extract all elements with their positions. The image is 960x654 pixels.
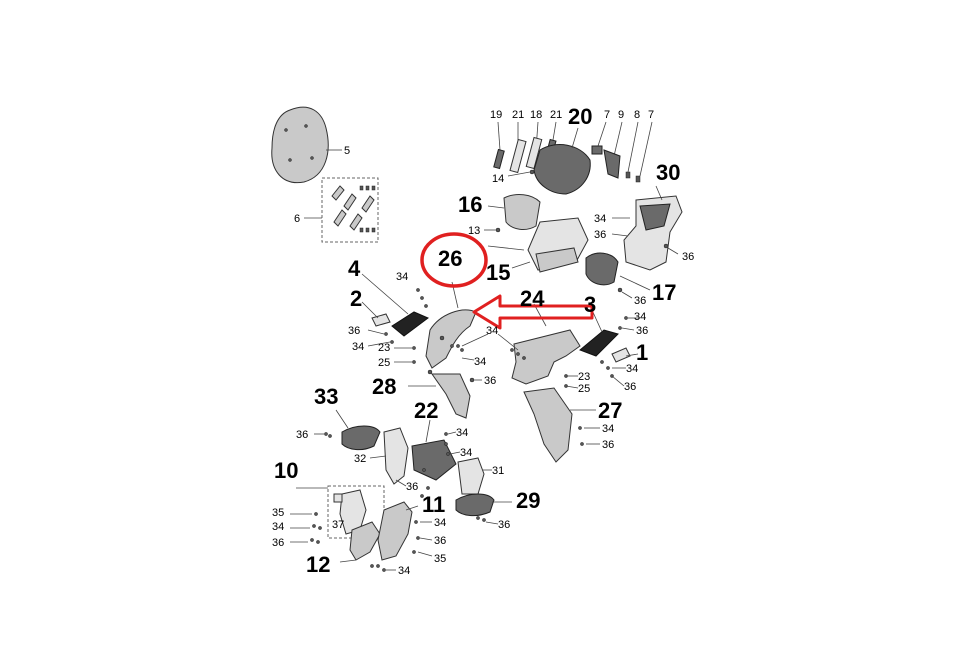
part-floor-panel-22 bbox=[411, 419, 461, 498]
label-1: 1 bbox=[636, 340, 648, 365]
label-32: 32 bbox=[354, 453, 366, 465]
label-23-a: 23 bbox=[378, 342, 390, 354]
label-24: 24 bbox=[520, 286, 545, 311]
part-headlight-inner bbox=[487, 194, 541, 230]
label-15: 15 bbox=[486, 260, 510, 285]
label-29: 29 bbox=[516, 488, 540, 513]
label-36: 36 bbox=[594, 229, 606, 241]
label-11: 11 bbox=[422, 492, 445, 517]
label-16: 16 bbox=[458, 192, 482, 217]
highlight-arrow bbox=[472, 294, 594, 330]
part-number-labels: 26 20 30 16 15 17 4 2 24 3 1 28 33 22 27… bbox=[272, 104, 694, 577]
part-footrest-left bbox=[314, 409, 381, 451]
label-34: 34 bbox=[460, 447, 472, 459]
label-25-b: 25 bbox=[578, 383, 590, 395]
label-36: 36 bbox=[272, 537, 284, 549]
label-34: 34 bbox=[634, 311, 646, 323]
label-19: 19 bbox=[490, 109, 502, 121]
label-27: 27 bbox=[598, 398, 622, 423]
part-windscreen bbox=[271, 106, 342, 184]
label-28: 28 bbox=[372, 374, 396, 399]
part-headlight-housing bbox=[484, 217, 589, 273]
part-lower-right-panel bbox=[523, 387, 600, 463]
label-9: 9 bbox=[618, 109, 624, 121]
label-34: 34 bbox=[486, 325, 498, 337]
label-23-b: 23 bbox=[578, 371, 590, 383]
part-brackets bbox=[591, 121, 653, 183]
part-lower-side-12 bbox=[339, 521, 396, 572]
part-front-frame bbox=[611, 185, 683, 271]
part-grille bbox=[585, 252, 651, 299]
label-22: 22 bbox=[414, 398, 438, 423]
label-25-a: 25 bbox=[378, 357, 390, 369]
label-34: 34 bbox=[396, 271, 408, 283]
label-36: 36 bbox=[348, 325, 360, 337]
label-34: 34 bbox=[474, 356, 486, 368]
label-34: 34 bbox=[626, 363, 638, 375]
label-13: 13 bbox=[468, 225, 480, 237]
part-side-trim-left bbox=[361, 273, 429, 364]
label-36: 36 bbox=[406, 481, 418, 493]
label-8: 8 bbox=[634, 109, 640, 121]
part-inner-cover-11 bbox=[377, 501, 433, 561]
label-36: 36 bbox=[602, 439, 614, 451]
label-36: 36 bbox=[434, 535, 446, 547]
part-screw-14 bbox=[507, 169, 535, 177]
label-34: 34 bbox=[272, 521, 284, 533]
label-37: 37 bbox=[332, 519, 344, 531]
label-36: 36 bbox=[296, 429, 308, 441]
label-3: 3 bbox=[584, 292, 596, 317]
label-34: 34 bbox=[434, 517, 446, 529]
part-lower-left-panel bbox=[408, 369, 482, 419]
label-20: 20 bbox=[568, 104, 592, 129]
label-36: 36 bbox=[636, 325, 648, 337]
label-36: 36 bbox=[682, 251, 694, 263]
label-36: 36 bbox=[634, 295, 646, 307]
label-12: 12 bbox=[306, 552, 330, 577]
label-36: 36 bbox=[624, 381, 636, 393]
label-21-b: 21 bbox=[550, 109, 562, 121]
part-box-10 bbox=[290, 485, 385, 544]
label-34: 34 bbox=[352, 341, 364, 353]
part-right-fairing bbox=[450, 303, 581, 385]
label-17: 17 bbox=[652, 280, 676, 305]
part-left-fairing bbox=[425, 281, 477, 369]
highlight-annotation bbox=[420, 232, 594, 330]
label-14: 14 bbox=[492, 173, 504, 185]
part-inner-panel-32 bbox=[369, 427, 409, 487]
label-34: 34 bbox=[602, 423, 614, 435]
label-7-a: 7 bbox=[604, 109, 610, 121]
label-34: 34 bbox=[594, 213, 606, 225]
label-6: 6 bbox=[294, 213, 300, 225]
label-21-a: 21 bbox=[512, 109, 524, 121]
label-5: 5 bbox=[344, 145, 350, 157]
part-instrument-cover bbox=[533, 127, 591, 195]
highlight-circle bbox=[420, 232, 488, 288]
label-26: 26 bbox=[438, 246, 462, 271]
label-7-b: 7 bbox=[648, 109, 654, 121]
label-33: 33 bbox=[314, 384, 338, 409]
label-4: 4 bbox=[348, 256, 361, 281]
label-36: 36 bbox=[498, 519, 510, 531]
part-bracket-31 bbox=[457, 457, 492, 495]
label-10: 10 bbox=[274, 458, 298, 483]
label-36: 36 bbox=[484, 375, 496, 387]
part-side-trim-right bbox=[564, 309, 640, 389]
label-34: 34 bbox=[398, 565, 410, 577]
label-35: 35 bbox=[434, 553, 446, 565]
part-footrest-right bbox=[455, 493, 512, 525]
part-hardware-kit bbox=[304, 177, 379, 243]
label-2: 2 bbox=[350, 286, 362, 311]
label-30: 30 bbox=[656, 160, 680, 185]
label-31: 31 bbox=[492, 465, 504, 477]
label-34: 34 bbox=[456, 427, 468, 439]
label-35: 35 bbox=[272, 507, 284, 519]
label-18: 18 bbox=[530, 109, 542, 121]
